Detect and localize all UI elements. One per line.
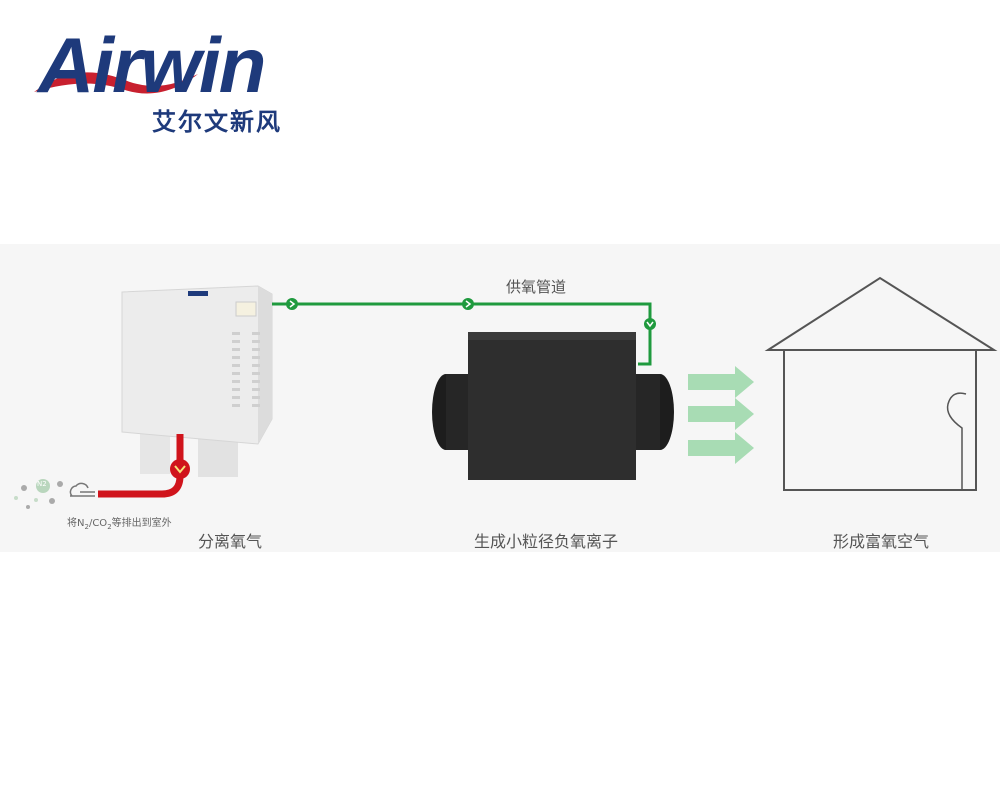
logo-swoosh-icon: [34, 72, 198, 94]
exhaust-flow-icon: [170, 459, 190, 479]
logo-subtitle: 艾尔文新风: [152, 108, 282, 136]
house-icon: [764, 276, 998, 491]
airflow-arrows-icon: [688, 366, 754, 464]
particle-dots-icon: [14, 479, 63, 509]
logo-wordmark: Airwin: [38, 21, 266, 109]
airwin-logo: Airwin 艾尔文新风: [30, 26, 300, 136]
exhaust-cloud-icon: [69, 482, 95, 497]
stage-label-oxygen-rich-air: 形成富氧空气: [833, 532, 930, 551]
stage-label-negative-ions: 生成小粒径负氧离子: [474, 532, 619, 551]
exhaust-label: 将N2/CO2等排出到室外: [67, 518, 172, 531]
oxygen-pipe-label: 供氧管道: [506, 278, 567, 296]
oxygen-separator-unit: [121, 285, 273, 477]
n2-bubble-label: N2: [37, 480, 47, 488]
diagram-panel: 供氧管道 将N2/CO2等排出到室外 N2 分离氧气 生成小粒径负氧离子 形成富…: [0, 244, 1000, 552]
diagram-graphics: [14, 276, 998, 509]
oxygen-supply-pipe: [272, 302, 652, 366]
stage-label-separate-oxygen: 分离氧气: [198, 532, 263, 551]
flow-direction-icon: [286, 298, 656, 330]
negative-ion-generator: [432, 332, 674, 480]
